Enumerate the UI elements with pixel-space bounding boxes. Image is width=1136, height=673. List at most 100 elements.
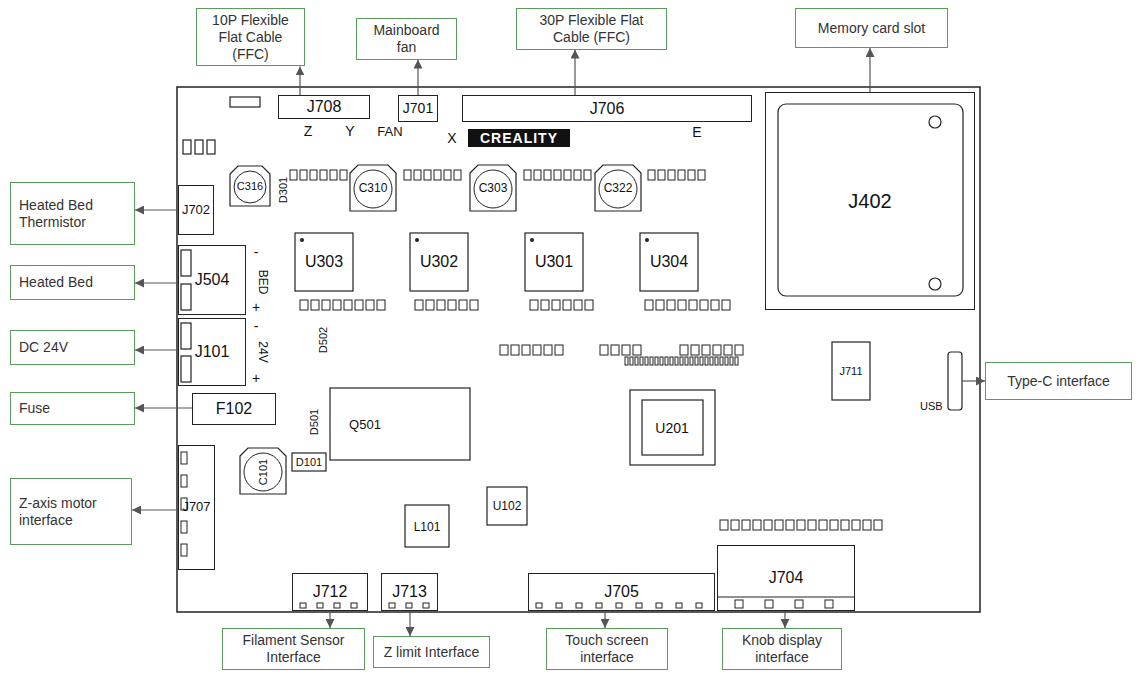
component-label: E <box>692 125 701 139</box>
smd-pad <box>635 357 638 365</box>
leader-line <box>135 209 178 210</box>
smd-pad <box>658 170 665 180</box>
connector-pin <box>334 603 340 608</box>
connector-box: J504 <box>178 245 246 315</box>
capacitor-symbol-ring <box>354 170 392 208</box>
component-label: D101 <box>296 457 322 468</box>
smd-pad <box>555 345 563 355</box>
smd-pad <box>600 345 608 355</box>
connector-pin <box>181 475 187 487</box>
component-label: D501 <box>309 409 320 435</box>
smd-pad <box>311 300 319 310</box>
smd-pad <box>534 170 541 180</box>
smd-pad <box>459 300 467 310</box>
connector-box: J707 <box>178 445 215 570</box>
component-label: + <box>252 371 260 385</box>
connector-pin <box>300 603 306 608</box>
smd-pad <box>415 300 423 310</box>
component-label: U102 <box>493 500 522 512</box>
smd-pad <box>530 300 538 310</box>
smd-pad <box>680 345 688 355</box>
smd-pad <box>764 520 772 530</box>
component-label: FAN <box>377 125 402 138</box>
smd-pad <box>377 300 385 310</box>
callout-text: Knob display interface <box>729 632 835 666</box>
callout-text: Z limit Interface <box>380 644 483 661</box>
leader-line <box>135 282 178 283</box>
callout-text: DC 24V <box>19 339 128 356</box>
smd-pad <box>698 170 705 180</box>
callout-text: 10P Flexible Flat Cable (FFC) <box>203 12 298 62</box>
leader-line <box>135 407 192 408</box>
connector-pin <box>317 603 323 608</box>
part-ref: J504 <box>181 271 243 289</box>
connector-box: J701 <box>398 95 438 122</box>
smd-pad <box>404 170 411 180</box>
smd-pad <box>667 300 675 310</box>
mount-hole <box>929 116 941 128</box>
smd-pad <box>713 345 721 355</box>
component-label: - <box>254 319 259 333</box>
smd-pad <box>670 357 673 365</box>
smd-pad <box>680 357 683 365</box>
smd-pad <box>691 345 699 355</box>
terminal-screw <box>181 284 191 310</box>
smd-pad <box>648 170 655 180</box>
component-label: C322 <box>604 182 633 194</box>
pin-one-mark <box>300 238 304 242</box>
smd-pad <box>645 357 648 365</box>
callout-text: Heated Bed Thermistor <box>19 197 128 231</box>
callout-box: Touch screen interface <box>546 628 668 670</box>
smd-pad <box>735 357 738 365</box>
smd-pad <box>731 520 739 530</box>
driver-chip <box>410 233 468 291</box>
smd-pad <box>330 170 337 180</box>
smd-pad <box>724 345 732 355</box>
part-ref: J402 <box>768 190 972 212</box>
smd-pad <box>705 357 708 365</box>
pin-one-mark <box>530 238 534 242</box>
connector-pin <box>696 603 702 608</box>
smd-pad <box>660 357 663 365</box>
capacitor-symbol-ring <box>599 170 637 208</box>
connector-box: J702 <box>178 185 214 235</box>
smd-pad <box>426 300 434 310</box>
connector-box: F102 <box>192 393 276 425</box>
smd-pad <box>322 300 330 310</box>
smd-pad <box>554 170 561 180</box>
callout-box: Type-C interface <box>985 362 1132 400</box>
capacitor-symbol <box>595 165 641 211</box>
callout-box: 30P Flexible Flat Cable (FFC) <box>516 8 667 50</box>
callout-text: Heated Bed <box>19 274 128 291</box>
smd-pad <box>340 170 347 180</box>
smd-pad <box>444 170 451 180</box>
part-ref: J701 <box>401 101 435 116</box>
component-label: U301 <box>535 254 573 270</box>
callout-box: Heated Bed Thermistor <box>10 182 135 245</box>
component-label: U304 <box>650 254 688 270</box>
callout-box: Fuse <box>10 392 135 425</box>
leader-line <box>784 611 785 628</box>
terminal-screw <box>181 356 191 382</box>
terminal-screw <box>181 250 191 276</box>
callout-box: Z limit Interface <box>373 636 490 668</box>
capacitor-symbol-ring <box>244 453 282 491</box>
pin-one-mark <box>645 238 649 242</box>
component-label: U201 <box>655 421 688 435</box>
smd-pad <box>841 520 849 530</box>
capacitor-symbol <box>240 448 286 494</box>
capacitor-symbol <box>470 165 516 211</box>
connector-pin <box>406 603 412 608</box>
connector-pin <box>765 600 773 608</box>
callout-text: 30P Flexible Flat Cable (FFC) <box>523 12 660 46</box>
component-label: 24V <box>257 341 269 362</box>
leader-line <box>329 611 330 628</box>
smd-pad <box>320 170 327 180</box>
leader-line <box>574 50 575 95</box>
smd-pad <box>797 520 805 530</box>
circuit-board <box>177 87 980 612</box>
part-ref: J702 <box>181 203 211 217</box>
smd-pad <box>690 357 693 365</box>
driver-chip <box>640 233 698 291</box>
